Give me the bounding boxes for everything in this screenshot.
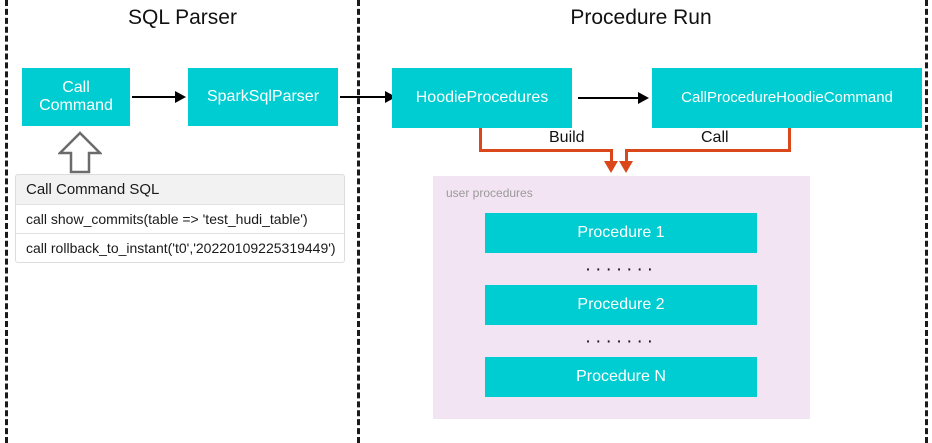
arrow-spark-to-hoodie — [340, 96, 388, 98]
procedure-box-1[interactable]: Procedure 1 — [485, 213, 757, 253]
call-command-sql-table: Call Command SQL call show_commits(table… — [15, 174, 345, 263]
connector-build-vertical-end — [610, 149, 613, 163]
ellipsis-1: ······· — [584, 259, 658, 280]
node-call-command[interactable]: Call Command — [22, 68, 130, 126]
connector-call-horizontal — [625, 149, 791, 152]
up-arrow-icon — [56, 131, 104, 179]
procedure-box-2[interactable]: Procedure 2 — [485, 285, 757, 325]
node-spark-sql-parser[interactable]: SparkSqlParser — [188, 68, 338, 126]
panel-title-sql-parser: SQL Parser — [128, 6, 237, 29]
connector-call-arrow-head — [619, 161, 633, 173]
connector-build-vertical-start — [479, 128, 482, 152]
connector-build-horizontal — [479, 149, 613, 152]
sql-table-header: Call Command SQL — [16, 175, 344, 205]
node-call-procedure-hoodie-command[interactable]: CallProcedureHoodieCommand — [652, 68, 922, 128]
arrow-hoodie-to-callprocedure — [578, 97, 640, 99]
node-call-command-line1: Call — [62, 78, 90, 96]
procedure-box-n[interactable]: Procedure N — [485, 357, 757, 397]
sql-table-row: call show_commits(table => 'test_hudi_ta… — [16, 205, 344, 234]
connector-call-vertical-start — [788, 128, 791, 152]
edge-label-build: Build — [545, 129, 589, 147]
divider-middle — [357, 0, 360, 443]
divider-left — [5, 0, 8, 443]
panel-title-procedure-run: Procedure Run — [570, 6, 712, 29]
arrow-head-hoodie-to-callprocedure — [638, 92, 649, 104]
ellipsis-2: ······· — [584, 331, 658, 352]
arrow-call-command-to-spark — [132, 96, 176, 98]
node-call-command-line2: Command — [39, 97, 113, 114]
arrow-head-spark-to-hoodie — [385, 91, 396, 103]
connector-call-vertical-end — [625, 149, 628, 163]
arrow-head-call-command-to-spark — [175, 91, 186, 103]
edge-label-call: Call — [697, 129, 733, 147]
user-procedures-label: user procedures — [446, 186, 533, 200]
connector-build-arrow-head — [604, 161, 618, 173]
node-hoodie-procedures[interactable]: HoodieProcedures — [392, 68, 572, 128]
sql-table-row: call rollback_to_instant('t0','202201092… — [26, 240, 336, 256]
divider-right — [925, 0, 928, 443]
